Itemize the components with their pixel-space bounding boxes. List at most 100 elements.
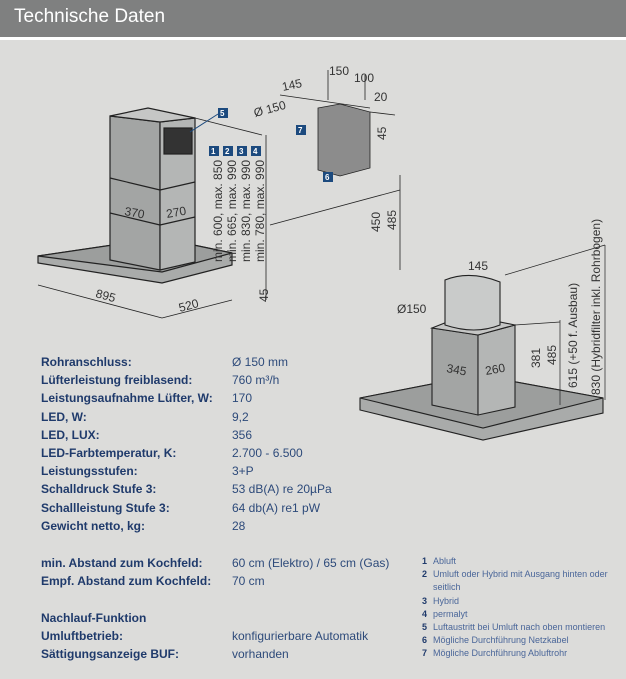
- spec-row: Rohranschluss: Ø 150 mm: [41, 353, 332, 371]
- legend-text: Mögliche Durchführung Abluftrohr: [433, 648, 568, 659]
- legend-number: 4: [422, 608, 428, 619]
- height-range-2: min. 665, max. 990: [225, 160, 239, 262]
- spec-label: Nachlauf-Funktion: [41, 611, 147, 625]
- spec-value: 2.700 - 6.500: [232, 445, 303, 460]
- spec-label: Empf. Abstand zum Kochfeld:: [41, 574, 212, 589]
- spec-row: Nachlauf-Funktion: [41, 609, 368, 627]
- legend: 1 Abluft 2 Umluft oder Hybrid mit Ausgang …: [422, 555, 622, 661]
- spec-value: 760 m³/h: [232, 373, 280, 388]
- dim-381: 381: [529, 348, 543, 368]
- legend-number: 7: [422, 648, 428, 659]
- badge-4: 4: [253, 147, 258, 156]
- badge-2: 2: [225, 147, 230, 156]
- spec-row: Leistungsaufnahme Lüfter, W: 170: [41, 389, 332, 407]
- legend-text: permalyt: [433, 608, 468, 619]
- spec-value: vorhanden: [232, 647, 289, 662]
- dim-hood-height: 45: [257, 288, 271, 302]
- spec-label: LED-Farbtemperatur, K:: [41, 445, 177, 460]
- legend-number: 3: [422, 595, 428, 606]
- height-range-3: min. 830, max. 990: [239, 160, 253, 262]
- legend-text: Umluft oder Hybrid mit Ausgang hinten od…: [433, 569, 608, 593]
- legend-item: 6 Mögliche Durchführung Netzkabel: [422, 634, 622, 647]
- dim-pipe-hybrid: Ø150: [397, 302, 427, 316]
- dim-45: 45: [375, 126, 389, 140]
- dim-830: 830 (Hybridfilter inkl. Rohrbogen): [589, 219, 603, 395]
- legend-item: 1 Abluft: [422, 555, 622, 568]
- spec-label: LED, W:: [41, 409, 87, 424]
- spec-row: Sättigungsanzeige BUF: vorhanden: [41, 645, 368, 663]
- spec-label: Gewicht netto, kg:: [41, 518, 146, 533]
- spec-label: Schallleistung Stufe 3:: [41, 500, 170, 515]
- spec-row: LED, LUX: 356: [41, 426, 332, 444]
- spec-value: 3+P: [232, 464, 254, 479]
- legend-text: Hybrid: [433, 595, 460, 606]
- spec-value: Ø 150 mm: [232, 355, 289, 369]
- hood-drawing-main: [37, 107, 267, 319]
- dim-chimney-width: 370: [123, 204, 145, 221]
- spec-list-distance: min. Abstand zum Kochfeld: 60 cm (Elektro…: [41, 554, 389, 590]
- spec-row: Empf. Abstand zum Kochfeld: 70 cm: [41, 572, 389, 590]
- spec-row: Leistungsstufen: 3+P: [41, 462, 332, 480]
- spec-value: 28: [232, 518, 246, 533]
- spec-value: 60 cm (Elektro) / 65 cm (Gas): [232, 556, 390, 570]
- spec-value: 9,2: [232, 409, 249, 424]
- height-ranges: 1 2 3 4 min. 600, max. 850 min. 665, max…: [189, 108, 267, 262]
- spec-value: 64 db(A) re1 pW: [232, 500, 321, 515]
- legend-text: Luftaustritt bei Umluft nach oben montie…: [433, 622, 606, 633]
- spec-value: 356: [232, 427, 253, 442]
- dim-485: 485: [385, 210, 399, 230]
- spec-row: Lüfterleistung freiblasend: 760 m³/h: [41, 371, 332, 389]
- spec-row: Schalldruck Stufe 3: 53 dB(A) re 20µPa: [41, 480, 332, 498]
- legend-text: Abluft: [433, 556, 457, 566]
- spec-value: 170: [232, 391, 253, 406]
- spec-value: 53 dB(A) re 20µPa: [232, 482, 332, 497]
- spec-label: Schalldruck Stufe 3:: [41, 482, 157, 497]
- dim-pipe: Ø 150: [252, 98, 288, 120]
- spec-row: Schallleistung Stufe 3: 64 db(A) re1 pW: [41, 499, 332, 517]
- spec-label: Lüfterleistung freiblasend:: [41, 373, 193, 388]
- spec-label: min. Abstand zum Kochfeld:: [41, 556, 203, 570]
- badge-6: 6: [325, 173, 330, 182]
- dim-150: 150: [329, 64, 349, 78]
- spec-row: LED, W: 9,2: [41, 408, 332, 426]
- dim-145: 145: [281, 76, 304, 94]
- legend-number: 1: [422, 556, 428, 566]
- badge-5: 5: [220, 109, 225, 118]
- dim-depth: 520: [177, 296, 200, 315]
- dim-485-hybrid: 485: [545, 345, 559, 365]
- legend-text: Mögliche Durchführung Netzkabel: [433, 635, 569, 646]
- spec-label: Rohranschluss:: [41, 355, 132, 369]
- technical-drawings: 895 520 370 270 45 1 2 3 4 min. 600, max…: [37, 64, 606, 441]
- dim-100: 100: [354, 71, 374, 85]
- spec-row: Umluftbetrieb:konfigurierbare Automatik: [41, 627, 368, 645]
- spec-label: Leistungsaufnahme Lüfter, W:: [41, 391, 213, 406]
- legend-item: 4 permalyt: [422, 608, 622, 621]
- wall-bracket-drawing: [269, 70, 401, 270]
- legend-number: 5: [422, 622, 428, 633]
- legend-item: 5 Luftaustritt bei Umluft nach oben monti…: [422, 621, 622, 634]
- dim-width: 895: [94, 286, 117, 305]
- dim-20: 20: [374, 90, 388, 104]
- dim-260: 260: [484, 361, 506, 378]
- legend-item: 3 Hybrid: [422, 595, 622, 608]
- legend-number: 2: [422, 569, 428, 580]
- header-bar: Technische Daten: [0, 0, 626, 37]
- height-range-1: min. 600, max. 850: [211, 160, 225, 262]
- height-range-4: min. 780, max. 990: [253, 160, 267, 262]
- hood-drawing-hybrid: [359, 244, 606, 441]
- legend-item: 2 Umluft oder Hybrid mit Ausgang hinten o…: [422, 568, 622, 594]
- spec-label: LED, LUX:: [41, 427, 100, 442]
- badge-1: 1: [211, 147, 216, 156]
- spec-label: Leistungsstufen:: [41, 464, 138, 479]
- spec-label: Sättigungsanzeige BUF:: [41, 647, 180, 662]
- spec-label: Umluftbetrieb:: [41, 629, 123, 644]
- header-divider: [0, 37, 626, 40]
- spec-row: Gewicht netto, kg: 28: [41, 517, 332, 535]
- badge-3: 3: [239, 147, 244, 156]
- spec-list: Rohranschluss: Ø 150 mm Lüfterleistung fr…: [41, 353, 332, 535]
- spec-value: 70 cm: [232, 574, 265, 589]
- legend-number: 6: [422, 635, 428, 646]
- dim-345: 345: [445, 361, 467, 378]
- dim-450: 450: [369, 212, 383, 232]
